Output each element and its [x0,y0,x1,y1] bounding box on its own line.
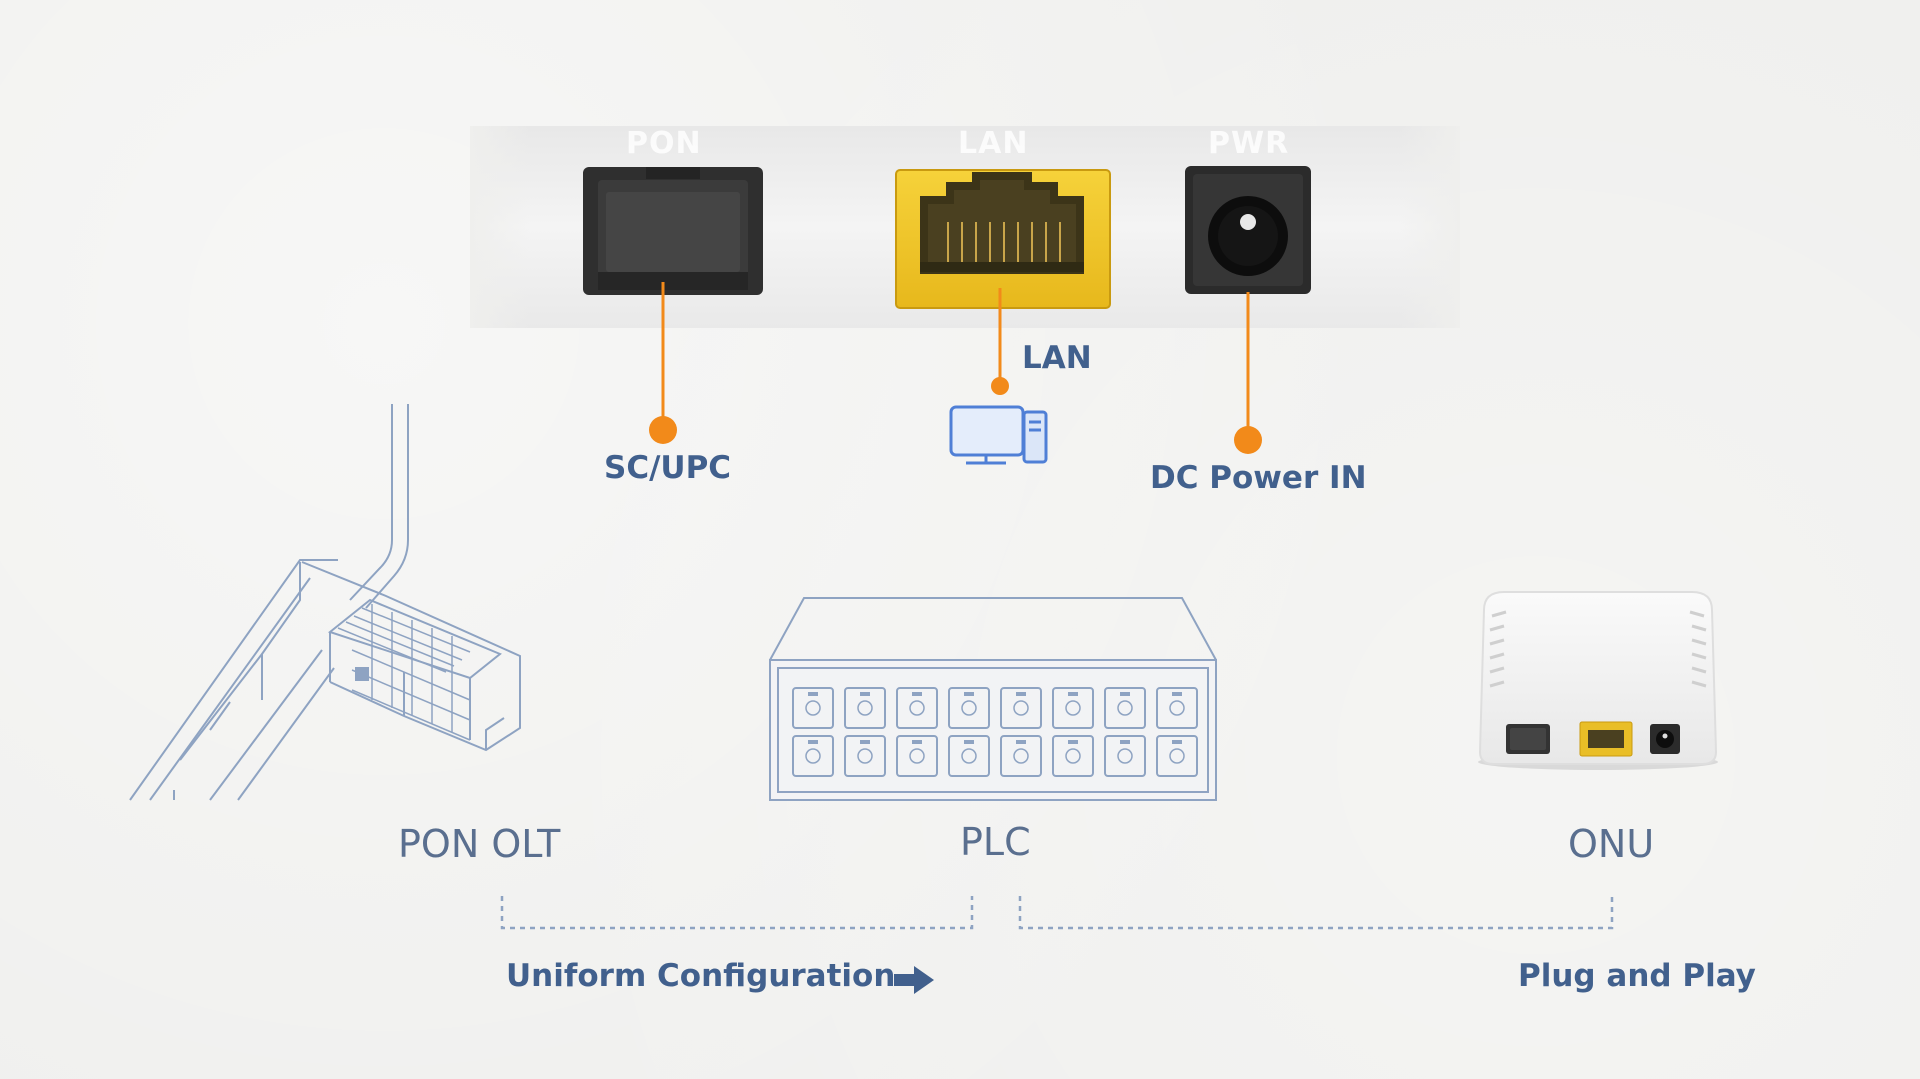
onu-label: ONU [1568,822,1655,866]
pon-port-icon [583,167,763,295]
onu-device-icon [1478,591,1718,770]
rear-panel [470,126,1460,454]
power-jack-icon [1185,166,1311,294]
sc-upc-dot [649,416,677,444]
plc-label: PLC [960,820,1031,864]
plug-and-play-label: Plug and Play [1518,958,1756,994]
uniform-configuration-label: Uniform Configuration [506,958,896,994]
power-dot [1234,426,1262,454]
panel-label-pwr: PWR [1208,126,1290,161]
lan-port-icon [895,169,1111,309]
lan-label: LAN [1022,340,1092,376]
uniform-bracket [500,896,974,930]
arrow-right-icon [894,966,934,994]
panel-label-lan: LAN [958,126,1029,161]
computer-icon [949,405,1048,465]
lan-dot [991,377,1009,395]
sc-upc-label: SC/UPC [604,450,732,486]
plug-bracket [1018,896,1614,930]
pon-olt-label: PON OLT [398,822,561,866]
pon-olt-illustration [129,404,521,801]
panel-label-pon: PON [626,126,702,161]
plc-illustration [769,597,1217,801]
dc-power-label: DC Power IN [1150,460,1367,496]
